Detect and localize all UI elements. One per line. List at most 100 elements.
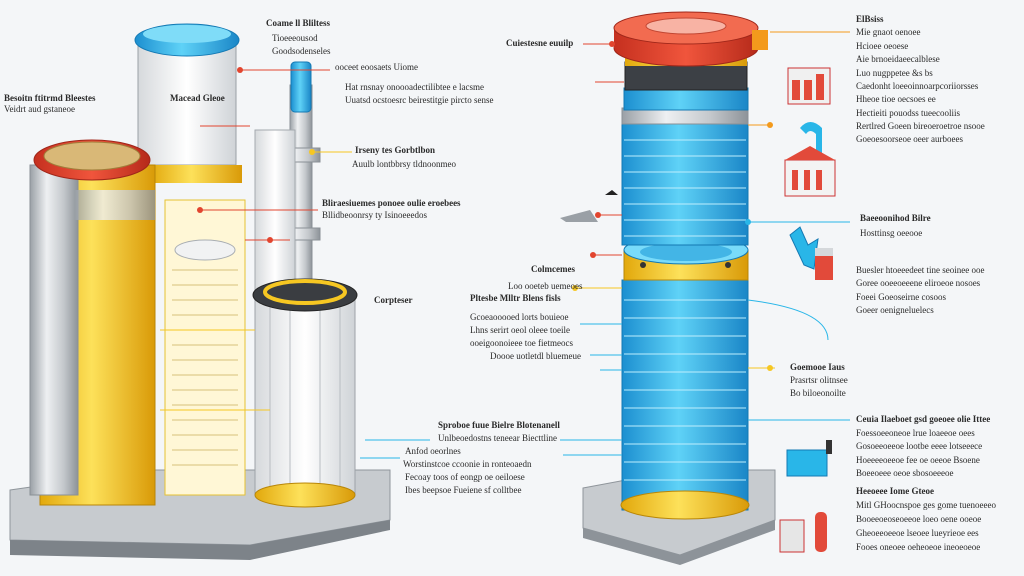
upper-blue-ring: [623, 87, 749, 111]
mini-factory-top: [787, 67, 831, 105]
red-lid-inner: [645, 17, 727, 35]
left-leader-lines: [160, 69, 430, 459]
label-side-left: Besoitn ftitrmd Bleestes: [4, 93, 96, 103]
label-tube-title: Irseny tes Gorbtlbon: [355, 145, 436, 155]
mini-valve-blue: [789, 226, 819, 270]
label-lr-line2: Gosoeeoeeoe lootbe eeee lotseeece: [856, 441, 983, 451]
mini-funnel: [560, 190, 618, 222]
left-leader-dots: [197, 67, 315, 243]
label-cartridge: Corpteser: [374, 295, 413, 305]
label-rt-line8: Rertlred Goeen bireoeroetroe nsooe: [856, 121, 985, 131]
lid-orange-tab: [752, 30, 768, 50]
pleated-element-cap: [174, 239, 236, 261]
label-rt-line1: Mie gnaot oenoee: [856, 27, 921, 37]
label-lr-line3: Hoeeeeoeeoe fee oe oeeoe Bsoene: [856, 455, 980, 465]
label-rt-line7: Hectieiti pouodss tueecooliis: [856, 108, 960, 118]
label-lr-title2: Heeoeee Iome Gteoe: [856, 486, 934, 496]
label-lr-line5: Mitl GHoocnspoe ges gome tuenoeeeo: [856, 500, 996, 510]
label-lr-line7: Gheoeeoeeoe lseoee lueyrieoe ees: [856, 528, 979, 538]
upper-blue-column: [621, 119, 749, 246]
label-rt-line3: Aie brnoeidaeecalblese: [856, 54, 940, 64]
label-lr-title: Ceuia Ilaeboet gsd goeoee olie Ittee: [856, 414, 991, 424]
label-mini-line1: Prasrtsr olitnsee: [790, 375, 848, 385]
left-base-shadow: [10, 520, 390, 560]
label-tube-line1: Auulb lontbbrsy tldnoonmeo: [352, 159, 456, 169]
left-filter-assembly: [9, 23, 430, 560]
coupling-bolt-left: [640, 262, 646, 268]
label-side-line5: Doooe uotletdl bluemeue: [490, 351, 581, 361]
coupling-inner: [640, 243, 732, 261]
label-side-mid: Macead Gleoe: [170, 93, 225, 103]
lower-column-ribs: [624, 299, 746, 481]
label-side-line2: Gcoeaooooed lorts bouieoe: [470, 312, 569, 322]
label-lid: Cuiestesne euuilp: [506, 38, 574, 48]
label-side-title: Pltesbe Mlltr Blens fisls: [470, 293, 561, 303]
right-filter-assembly: [560, 11, 850, 565]
top-canister-body: [137, 44, 237, 166]
label-lr-line4: Boeeoeee oeoe sbosoeeeoe: [856, 468, 954, 478]
label-lr-line6: Booeeoeoseoeeoe loeo oene ooeoe: [856, 514, 982, 524]
label-side-left-line2: Veidrt aud gstaneoe: [4, 104, 75, 114]
label-mid-line1: Bllidbeoonrsy ty Isinoeeedos: [322, 210, 427, 220]
front-cartridge-ribs: [269, 300, 341, 490]
label-rt-line5: Caedonht loeeoinnoarpcoriiorsses: [856, 81, 979, 91]
top-canister-yellow-band: [150, 165, 242, 183]
front-cartridge-body: [254, 294, 356, 496]
label-lr-line8: Fooes oneoee oeheoeoe ineoeoeoe: [856, 542, 981, 552]
label-mid-right-title: Baeeoonihod Bilre: [860, 213, 931, 223]
mini-cartridge-red: [815, 248, 833, 280]
front-cartridge-yellow-ring: [263, 279, 347, 305]
pleat-lines: [172, 269, 238, 466]
front-cartridge-bottom-ring: [254, 482, 356, 508]
label-top-cap: Coame ll Bliltess: [266, 18, 330, 28]
label-side-line3: Lhns serirt oeol oleee toeile: [470, 325, 570, 335]
label-rt-line2: Hcioee oeoese: [856, 41, 909, 51]
main-cartridge-steel-left: [29, 164, 79, 496]
label-rt-line4: Luo nugppetee &s bs: [856, 68, 933, 78]
label-rr-line4: Goeer oenigneluelecs: [856, 305, 934, 315]
right-base-shadow: [583, 520, 775, 565]
label-mini-title: Goemooe Iaus: [790, 362, 845, 372]
label-mid-title: Bliraesiuemes ponoee oulie eroebees: [322, 198, 461, 208]
right-leader-dots: [572, 41, 773, 371]
label-mini-line2: Bo biloeonoilte: [790, 388, 846, 398]
lower-blue-column: [621, 279, 749, 511]
mini-tank-blue: [786, 440, 832, 477]
mini-factory-mid: [784, 146, 836, 197]
main-cartridge-mesh-top: [43, 141, 141, 171]
label-mid-right-line1: Hosttinsg oeeooe: [860, 228, 923, 238]
coupling-bolt-right: [725, 262, 731, 268]
label-bottom-line1: Unlbeoedostns teneear Biecttline: [438, 433, 557, 443]
label-bottom-title: Sproboe fuue Bielre Blotenanell: [438, 420, 560, 430]
label-rt-line9: Goeoesoorseoe oeer aurboees: [856, 134, 963, 144]
label-side-line1: Loo ooeteb uemeoes: [508, 281, 583, 291]
label-collar: Colmcemes: [531, 264, 575, 274]
label-lr-line1: Foessoeeoneoe lrue loaeeoe oees: [856, 428, 975, 438]
right-leader-lines: [560, 31, 850, 456]
label-bottom-line4: Fecoay toos of eongp oe oeiloese: [405, 472, 525, 482]
upper-column-ribs: [624, 139, 746, 237]
side-column: [254, 129, 296, 301]
label-bottom-line2: Anfod oeorlnes: [405, 446, 461, 456]
label-rr-line3: Foeei Goeoseirne cosoos: [856, 292, 946, 302]
label-side-line4: ooeigoonoieee toe fietmeocs: [470, 338, 573, 348]
mini-tap-blue: [800, 122, 822, 158]
label-rr-line1: Buesler htoeeedeet tine seoinee ooe: [856, 265, 985, 275]
label-top-cap-line1: Tioeeeousod: [272, 33, 318, 43]
label-valve-line1: ooceet eoosaets Uiome: [335, 62, 418, 72]
label-valve-line3: Uuatsd ocstoesrc beirestitgie pircto sen…: [345, 95, 494, 105]
label-bottom-line5: Ibes beepsoe Fueiene sf colltbee: [405, 485, 522, 495]
upper-dark-band: [624, 61, 748, 91]
mini-pump-red: [779, 512, 827, 553]
label-valve-line2: Hat rnsnay onoooadectilibtee e lacsme: [345, 82, 484, 92]
label-rr-line2: Goree ooeeoeeene eliroeoe nosoes: [856, 278, 981, 288]
label-rt-title: ElBsiss: [856, 14, 884, 24]
top-canister-cap-rim: [143, 25, 231, 43]
label-rt-line6: Hheoe tioe oecsoes ee: [856, 94, 936, 104]
label-bottom-line3: Worstinstcoe ccoonie in ronteoaedn: [403, 459, 532, 469]
lower-column-bottom-ring: [620, 490, 750, 520]
valve-blue-handle: [290, 61, 312, 113]
label-top-cap-line2: Goodsodenseles: [272, 46, 331, 56]
main-cartridge-bands: [75, 190, 155, 220]
